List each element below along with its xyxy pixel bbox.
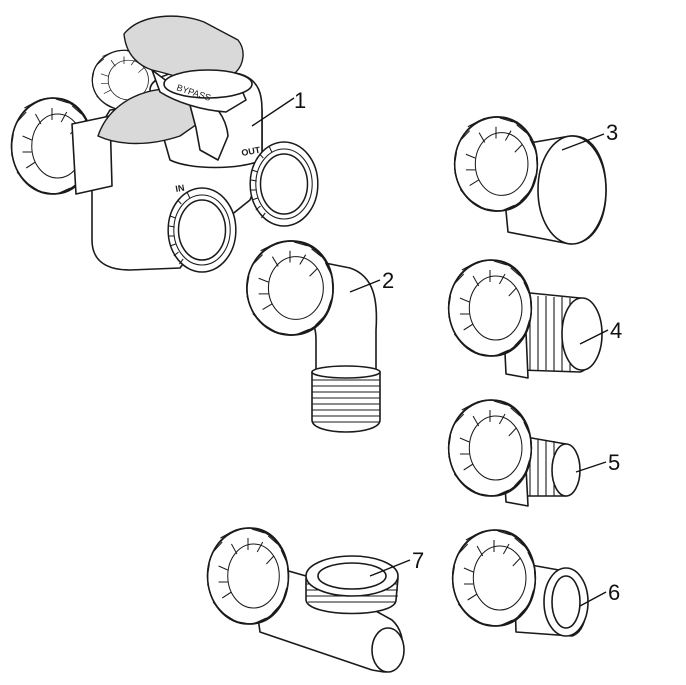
callout-number-2: 2	[382, 268, 394, 293]
callout-1: 1	[251, 88, 306, 127]
end-cap	[453, 116, 607, 245]
straight-adapter	[451, 529, 589, 637]
out-port-label: OUT	[241, 145, 262, 158]
callout-2: 2	[349, 268, 394, 293]
in-port-label: IN	[175, 183, 186, 194]
small-threaded-adapter	[447, 399, 581, 507]
callout-number-6: 6	[608, 580, 620, 605]
elbow-adapter	[246, 240, 381, 433]
callout-4: 4	[579, 318, 622, 345]
callout-5: 5	[575, 450, 620, 475]
callout-3: 3	[561, 120, 618, 151]
callout-6: 6	[579, 580, 620, 607]
callout-number-7: 7	[412, 548, 424, 573]
large-threaded-adapter	[447, 259, 603, 379]
callout-number-1: 1	[294, 88, 306, 113]
callout-number-4: 4	[610, 318, 622, 343]
callout-number-5: 5	[608, 450, 620, 475]
bypass-valve: BYPASS OUT IN	[10, 15, 319, 273]
callout-number-3: 3	[606, 120, 618, 145]
callout-7: 7	[369, 548, 424, 577]
tee-adapter	[206, 527, 405, 673]
